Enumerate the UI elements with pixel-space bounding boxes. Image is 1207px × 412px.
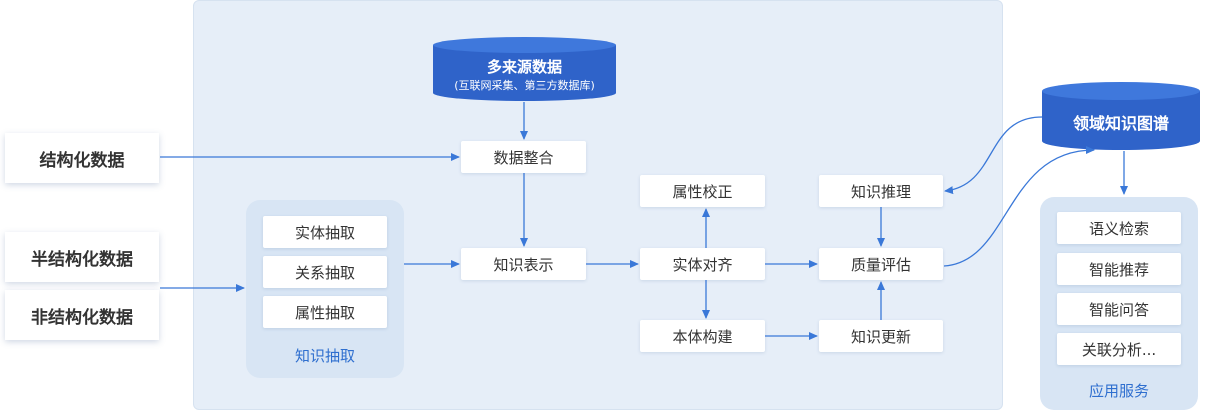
source-unstructured-data: 非结构化数据 — [5, 290, 159, 340]
extraction-item-attribute: 属性抽取 — [263, 296, 387, 328]
node-knowledge-update: 知识更新 — [819, 320, 943, 352]
source-semi-structured-data: 半结构化数据 — [5, 232, 159, 282]
node-data-integration: 数据整合 — [461, 141, 586, 173]
arrow-domain-kg-to-reasoning — [944, 116, 1043, 195]
database-icon — [433, 37, 616, 101]
arrow-quality-to-domain-kg — [943, 146, 1095, 267]
source-structured-data: 结构化数据 — [5, 133, 159, 183]
node-knowledge-reasoning: 知识推理 — [819, 175, 943, 207]
node-knowledge-representation: 知识表示 — [461, 248, 586, 280]
knowledge-extraction-title: 知识抽取 — [294, 347, 355, 365]
multi-source-data-cylinder: 多来源数据 (互联网采集、第三方数据库) — [433, 37, 616, 101]
application-services-title: 应用服务 — [1088, 382, 1149, 400]
extraction-item-entity: 实体抽取 — [263, 216, 387, 248]
database-icon — [1042, 82, 1200, 150]
domain-knowledge-graph-title: 领域知识图谱 — [1072, 114, 1169, 133]
multi-source-data-subtitle: (互联网采集、第三方数据库) — [454, 79, 595, 92]
node-ontology-construction: 本体构建 — [640, 320, 765, 352]
service-item-smart-recommend: 智能推荐 — [1057, 253, 1181, 285]
node-attribute-correction: 属性校正 — [640, 175, 765, 207]
multi-source-data-title: 多来源数据 — [486, 58, 562, 76]
service-item-semantic-search: 语义检索 — [1057, 212, 1181, 244]
extraction-item-relation: 关系抽取 — [263, 256, 387, 288]
node-entity-alignment: 实体对齐 — [640, 248, 765, 280]
domain-knowledge-graph-cylinder: 领域知识图谱 — [1042, 82, 1200, 150]
service-item-association-analysis: 关联分析... — [1057, 333, 1181, 365]
node-quality-assessment: 质量评估 — [819, 248, 943, 280]
service-item-smart-qa: 智能问答 — [1057, 293, 1181, 325]
